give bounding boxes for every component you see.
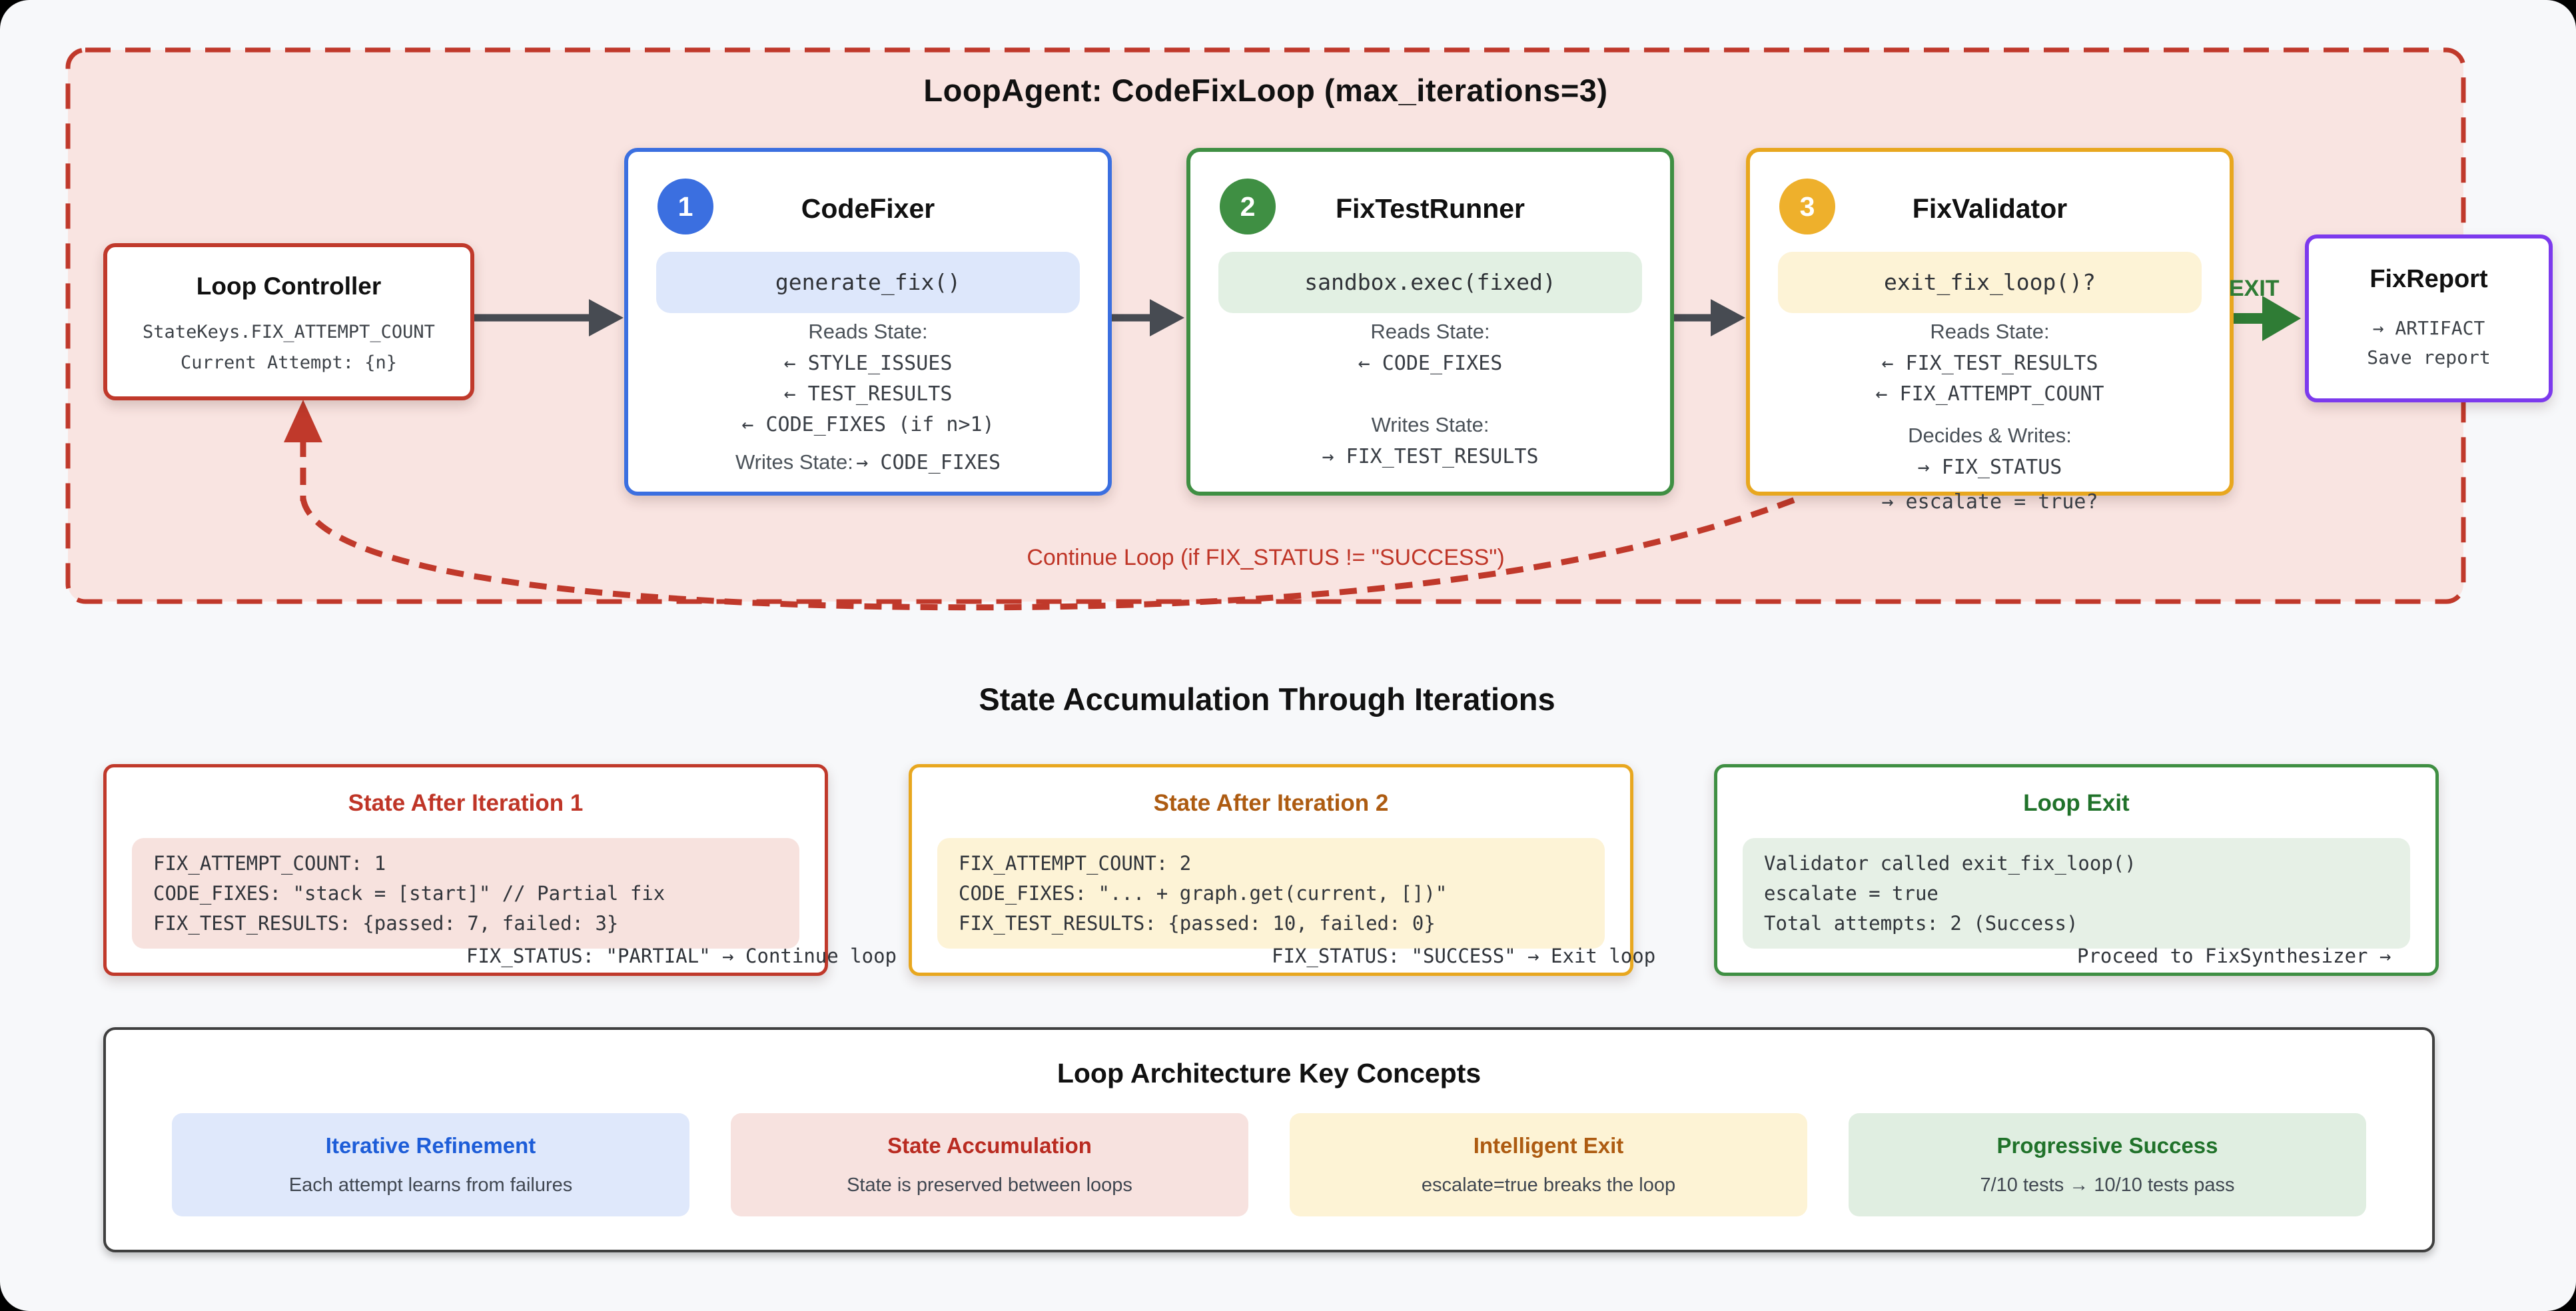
state-box-title: State After Iteration 1 [348, 790, 584, 816]
reads-state-label: Reads State: [808, 320, 928, 343]
fix-report-title: FixReport [2369, 265, 2488, 293]
concept-iterative-refinement: Iterative Refinement Each attempt learns… [172, 1113, 689, 1216]
writes-state-label: Writes State: [735, 450, 853, 474]
concept-progressive-success: Progressive Success 7/10 tests → 10/10 t… [1849, 1113, 2366, 1216]
loop-controller-attempt: Current Attempt: {n} [180, 352, 398, 373]
concept-intelligent-exit: Intelligent Exit escalate=true breaks th… [1290, 1113, 1807, 1216]
concept-state-accumulation: State Accumulation State is preserved be… [731, 1113, 1248, 1216]
escalate-overflow-line: → escalate = true? [1881, 490, 2098, 514]
state-line: FIX_ATTEMPT_COUNT: 2 [959, 852, 1192, 875]
agent-title-codefixer: CodeFixer [801, 193, 935, 224]
agent-title-fixvalidator: FixValidator [1912, 193, 2068, 224]
continue-loop-label: Continue Loop (if FIX_STATUS != "SUCCESS… [1027, 545, 1505, 570]
writes-state-line: Writes State: → CODE_FIXES [628, 450, 1108, 474]
state-line: CODE_FIXES: "... + graph.get(current, []… [959, 882, 1448, 905]
reads-state-item: ← CODE_FIXES [1358, 352, 1503, 375]
state-section-title: State Accumulation Through Iterations [979, 681, 1555, 717]
state-line: escalate = true [1764, 882, 1938, 905]
reads-state-label: Reads State: [1930, 320, 2050, 343]
agent-box-codefixer: 1 CodeFixer generate_fix() Reads State: … [624, 148, 1112, 496]
concept-desc: 7/10 tests → 10/10 tests pass [1980, 1174, 2235, 1196]
concept-desc: escalate=true breaks the loop [1421, 1174, 1676, 1196]
writes-state-item: → FIX_TEST_RESULTS [1322, 445, 1539, 468]
loop-controller-title: Loop Controller [196, 272, 382, 300]
loop-agent-title: LoopAgent: CodeFixLoop (max_iterations=3… [923, 73, 1608, 108]
concept-title: Iterative Refinement [325, 1133, 536, 1158]
writes-state-item: → FIX_STATUS [1917, 456, 2062, 479]
key-concepts-title: Loop Architecture Key Concepts [1057, 1058, 1482, 1089]
agent-code-pill: sandbox.exec(fixed) [1218, 252, 1642, 313]
concept-title: State Accumulation [887, 1133, 1092, 1158]
state-code-block: FIX_ATTEMPT_COUNT: 1 CODE_FIXES: "stack … [132, 838, 799, 949]
fix-report-box: FixReport → ARTIFACT Save report [2305, 234, 2553, 402]
state-line: FIX_TEST_RESULTS: {passed: 7, failed: 3} [153, 912, 619, 935]
state-status-line: FIX_STATUS: "PARTIAL" → Continue loop [466, 945, 897, 967]
agent-box-fixtestrunner: 2 FixTestRunner sandbox.exec(fixed) Read… [1186, 148, 1674, 496]
agent-box-fixvalidator: 3 FixValidator exit_fix_loop()? Reads St… [1746, 148, 2234, 514]
writes-state-label: Writes State: [1371, 413, 1490, 436]
reads-state-item: ← CODE_FIXES (if n>1) [741, 413, 995, 436]
agent-code-pill: exit_fix_loop()? [1778, 252, 2202, 313]
state-status-line: FIX_STATUS: "SUCCESS" → Exit loop [1272, 945, 1656, 967]
state-box-title: State After Iteration 2 [1153, 790, 1389, 816]
agent-code-pill: generate_fix() [656, 252, 1080, 313]
state-box-iteration-1: State After Iteration 1 FIX_ATTEMPT_COUN… [103, 764, 897, 976]
concept-title: Intelligent Exit [1473, 1133, 1624, 1158]
exit-label: EXIT [2229, 276, 2280, 301]
state-line: CODE_FIXES: "stack = [start]" // Partial… [153, 882, 665, 905]
state-line: FIX_ATTEMPT_COUNT: 1 [153, 852, 386, 875]
state-code-block: Validator called exit_fix_loop() escalat… [1743, 838, 2410, 949]
concept-title: Progressive Success [1996, 1133, 2218, 1158]
concept-desc: State is preserved between loops [847, 1174, 1132, 1196]
reads-state-item: ← FIX_ATTEMPT_COUNT [1875, 382, 2104, 406]
state-box-title: Loop Exit [2023, 790, 2130, 816]
state-status-line: Proceed to FixSynthesizer → [2077, 945, 2391, 967]
state-box-loop-exit: Loop Exit Validator called exit_fix_loop… [1714, 764, 2439, 976]
decides-writes-label: Decides & Writes: [1908, 424, 2072, 447]
reads-state-item: ← STYLE_ISSUES [783, 352, 953, 375]
writes-state-item: → CODE_FIXES [856, 451, 1001, 474]
state-line: Validator called exit_fix_loop() [1764, 852, 2136, 875]
key-concepts-card: Loop Architecture Key Concepts Iterative… [103, 1027, 2435, 1252]
reads-state-item: ← FIX_TEST_RESULTS [1881, 352, 2098, 375]
concept-desc: Each attempt learns from failures [288, 1174, 573, 1196]
state-line: Total attempts: 2 (Success) [1764, 912, 2078, 935]
fix-report-save: Save report [2367, 346, 2491, 368]
agent-title-fixtestrunner: FixTestRunner [1336, 193, 1525, 224]
fix-report-artifact: → ARTIFACT [2372, 317, 2485, 339]
loop-controller-statekey: StateKeys.FIX_ATTEMPT_COUNT [143, 322, 435, 342]
reads-state-item: ← TEST_RESULTS [783, 382, 953, 406]
loop-controller-box: Loop Controller StateKeys.FIX_ATTEMPT_CO… [103, 243, 474, 400]
reads-state-label: Reads State: [1370, 320, 1490, 343]
state-line: FIX_TEST_RESULTS: {passed: 10, failed: 0… [959, 912, 1436, 935]
state-box-iteration-2: State After Iteration 2 FIX_ATTEMPT_COUN… [909, 764, 1655, 976]
state-code-block: FIX_ATTEMPT_COUNT: 2 CODE_FIXES: "... + … [937, 838, 1605, 949]
